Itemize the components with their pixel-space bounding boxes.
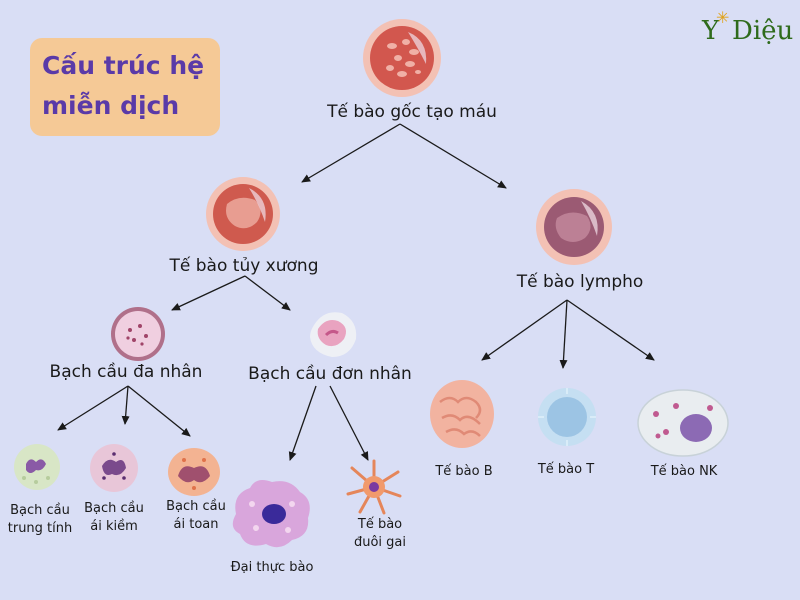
macrophage-icon bbox=[232, 480, 310, 548]
arrow-granulocyte-to-eosinophil bbox=[127, 385, 191, 437]
monocyte-icon bbox=[310, 312, 357, 357]
myeloid-cell-label: Tế bào tủy xương bbox=[169, 256, 319, 276]
stem-cell-label: Tế bào gốc tạo máu bbox=[327, 102, 497, 122]
nk-cell-label: Tế bào NK bbox=[650, 464, 718, 479]
neutrophil-icon bbox=[14, 444, 60, 490]
arrow-lymphoid-to-nkcell bbox=[566, 299, 655, 361]
lymphoid-cell-label: Tế bào lympho bbox=[516, 272, 644, 292]
arrow-monocyte-to-dendritic bbox=[329, 385, 369, 461]
granulocyte-label: Bạch cầu đa nhân bbox=[49, 362, 203, 382]
brand-logo: Y ✳ Diệu bbox=[702, 8, 798, 50]
lymphoid-cell-icon bbox=[536, 189, 612, 265]
arrow-granulocyte-to-neutrophil bbox=[57, 385, 129, 431]
basophil-label: Bạch cầu ái kiềm bbox=[84, 501, 144, 534]
arrow-stem-to-myeloid bbox=[301, 123, 401, 183]
dendritic-label: Tế bào đuôi gai bbox=[353, 517, 407, 550]
brand-y: Y bbox=[702, 16, 720, 46]
eosinophil-label: Bạch cầu ái toan bbox=[166, 499, 226, 532]
granulocyte-icon bbox=[111, 307, 165, 361]
b-cell-icon bbox=[430, 380, 494, 448]
title-line-2: miễn dịch bbox=[42, 91, 180, 120]
t-cell-label: Tế bào T bbox=[537, 462, 595, 477]
t-cell-icon bbox=[538, 388, 596, 446]
arrow-lymphoid-to-tcell bbox=[559, 299, 568, 369]
eosinophil-icon bbox=[168, 448, 220, 496]
nk-cell-icon bbox=[637, 389, 729, 457]
monocyte-label: Bạch cầu đơn nhân bbox=[248, 364, 412, 384]
title-line-1: Cấu trúc hệ bbox=[42, 51, 205, 80]
b-cell-label: Tế bào B bbox=[435, 464, 493, 479]
arrow-stem-to-lymphoid bbox=[399, 123, 507, 189]
neutrophil-label: Bạch cầu trung tính bbox=[7, 503, 73, 536]
diagram-title: Cấu trúc hệ miễn dịch bbox=[30, 38, 220, 136]
basophil-icon bbox=[90, 444, 138, 492]
macrophage-label: Đại thực bào bbox=[230, 560, 314, 575]
stem-cell-icon bbox=[363, 19, 441, 97]
dendritic-cell-icon bbox=[346, 459, 402, 515]
arrow-myeloid-to-granulocyte bbox=[171, 275, 246, 311]
arrow-monocyte-to-macrophage bbox=[288, 385, 317, 461]
arrow-myeloid-to-monocyte bbox=[244, 275, 291, 311]
brand-name: Diệu bbox=[732, 16, 794, 46]
brand-star-icon: ✳ bbox=[716, 8, 730, 27]
arrow-lymphoid-to-bcell bbox=[481, 299, 568, 361]
arrow-granulocyte-to-basophil bbox=[121, 385, 130, 425]
myeloid-cell-icon bbox=[206, 177, 280, 251]
